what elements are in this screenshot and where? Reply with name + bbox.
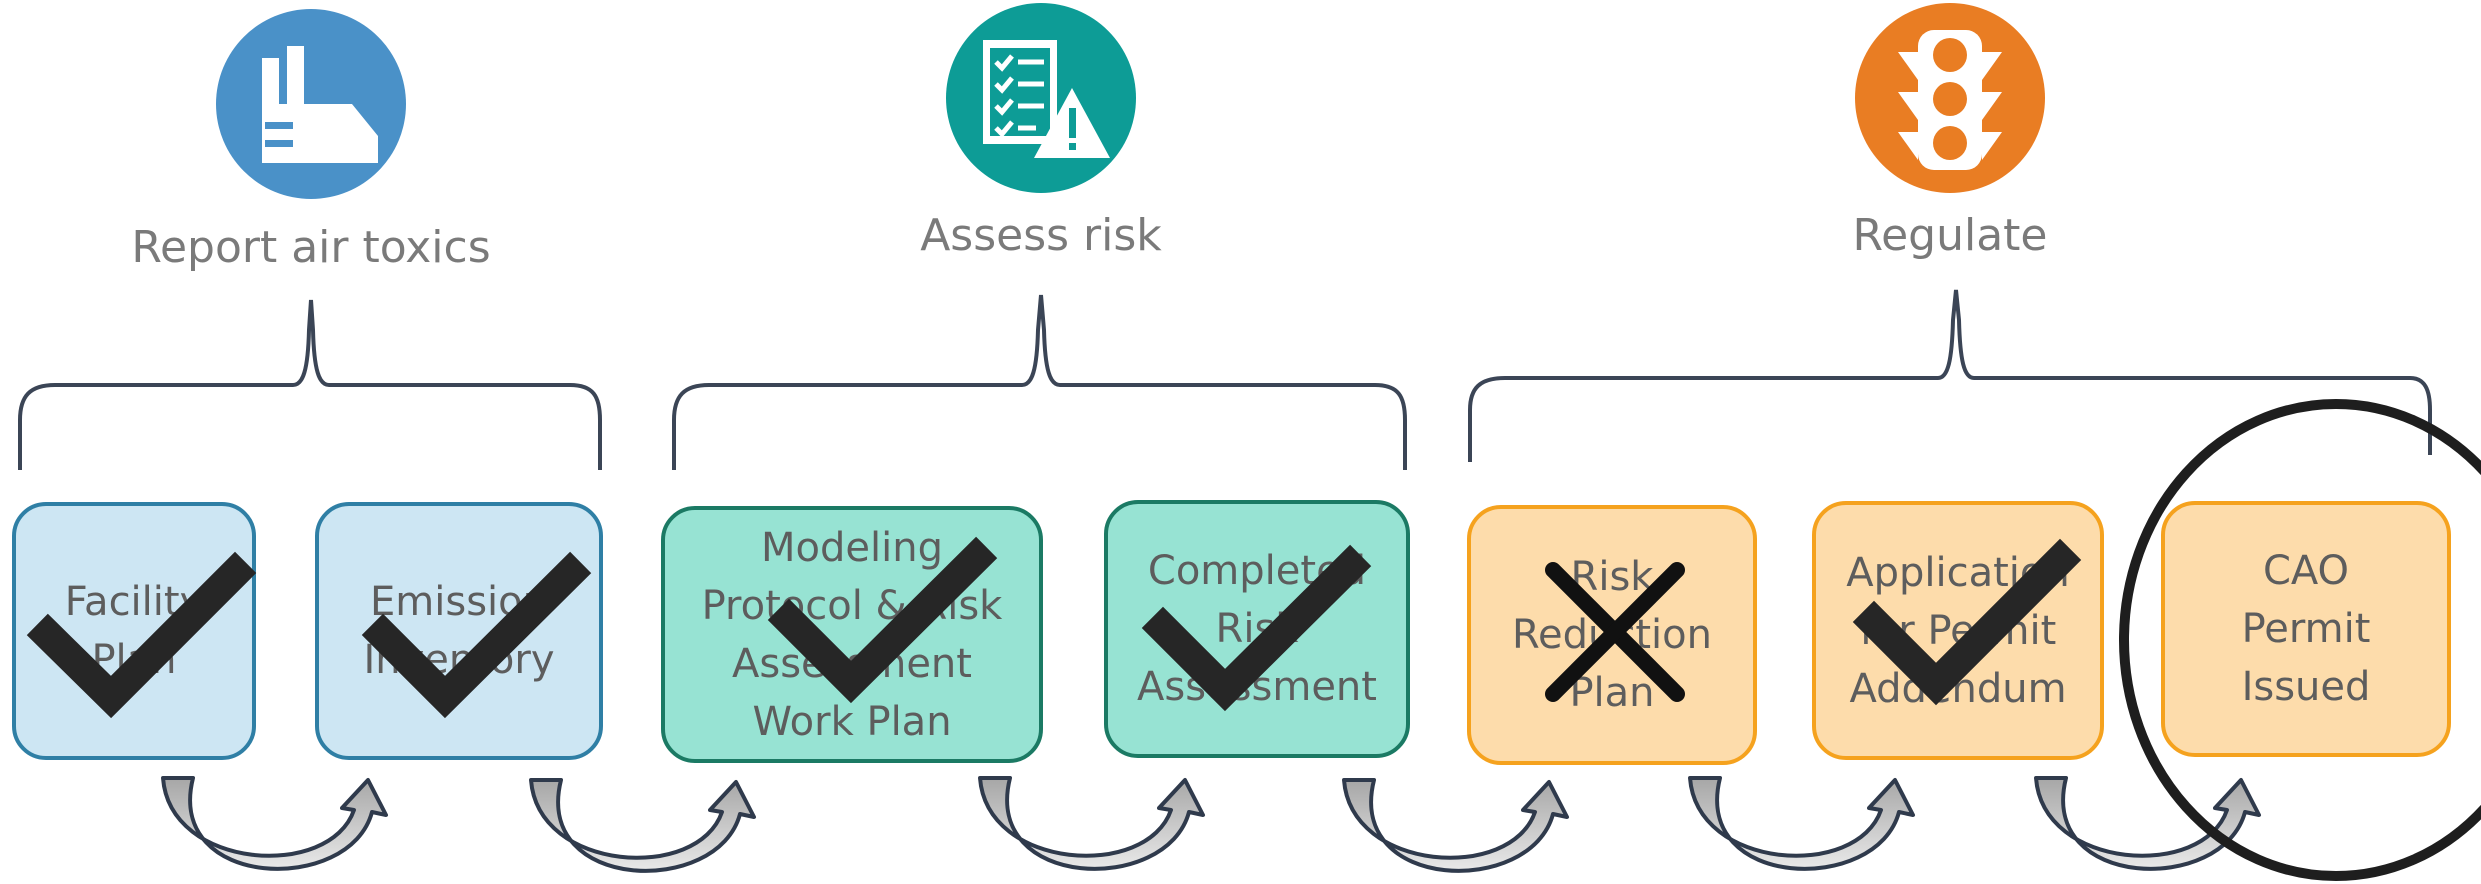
checklist-warning-icon [946,3,1136,193]
traffic-light-icon [1855,3,2045,193]
arrow-2 [529,778,756,873]
check-mark-1 [26,551,257,719]
check-mark-2 [361,551,592,719]
arrow-3 [978,776,1205,871]
stage-label-report: Report air toxics [131,222,491,273]
check-mark-3 [767,536,998,704]
step-risk-reduction-plan: Risk Reduction Plan [1467,505,1757,765]
x-mark [1545,562,1685,702]
connector-arrows [161,776,2261,873]
bracket-report [18,299,602,470]
step-cao-permit-issued: CAO Permit Issued [2161,501,2451,757]
stage-label-regulate: Regulate [1852,210,2048,261]
stage-label-assess: Assess risk [920,210,1162,261]
arrow-5 [1688,776,1915,871]
bracket-assess [672,294,1407,470]
step-completed-risk-assessment: Completed Risk Assessment [1104,500,1410,758]
check-mark-5 [1852,538,2082,706]
arrow-1 [161,776,388,871]
arrow-4 [1342,778,1569,873]
highlight-ellipse [2119,399,2481,881]
check-mark-4 [1141,544,1372,712]
factory-icon [216,9,406,199]
arrow-6 [2034,776,2261,871]
bracket-regulate [1468,289,2432,462]
